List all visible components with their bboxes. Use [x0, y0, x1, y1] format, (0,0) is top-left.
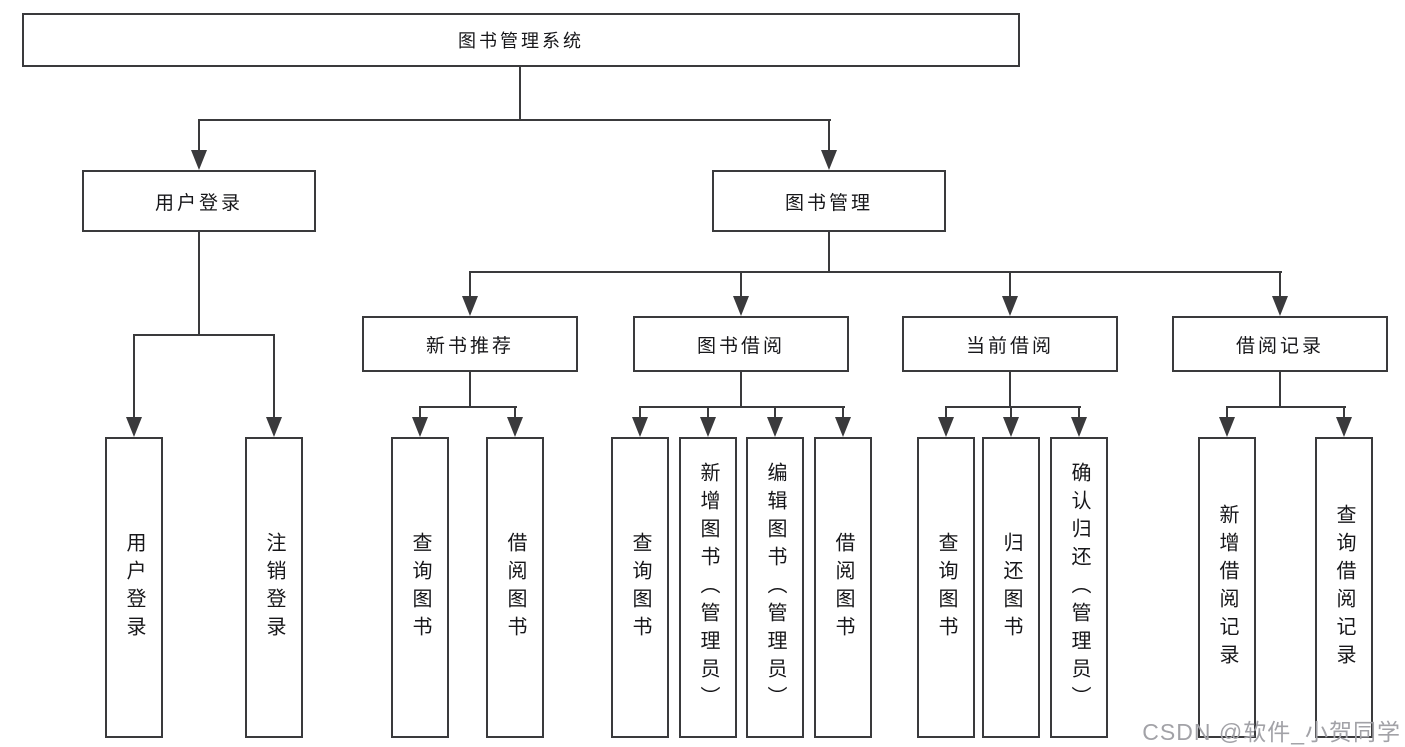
connector-line — [1009, 372, 1011, 408]
connector-line — [828, 119, 830, 152]
arrow-down-icon — [1336, 417, 1352, 437]
connector-line — [419, 406, 517, 408]
connector-line — [945, 406, 1081, 408]
csdn-watermark: CSDN @软件_小贺同学 — [1142, 719, 1401, 745]
connector-line — [198, 119, 831, 121]
arrow-down-icon — [507, 417, 523, 437]
connector-line — [774, 406, 776, 419]
leaf-add-books-admin: 新增图书（管理员） — [679, 437, 737, 738]
connector-line — [469, 271, 1282, 273]
node-new-book-recommendation: 新书推荐 — [362, 316, 578, 372]
node-current-borrowing: 当前借阅 — [902, 316, 1118, 372]
connector-line — [1226, 406, 1228, 419]
arrow-down-icon — [412, 417, 428, 437]
arrow-down-icon — [191, 150, 207, 170]
leaf-confirm-return-admin: 确认归还（管理员） — [1050, 437, 1108, 738]
connector-line — [1009, 271, 1011, 298]
connector-line — [1010, 406, 1012, 419]
leaf-user-login: 用户登录 — [105, 437, 163, 738]
arrow-down-icon — [835, 417, 851, 437]
leaf-query-books-recommend: 查询图书 — [391, 437, 449, 738]
leaf-query-books-current: 查询图书 — [917, 437, 975, 738]
connector-line — [419, 406, 421, 419]
leaf-add-borrow-record: 新增借阅记录 — [1198, 437, 1256, 738]
node-user-login: 用户登录 — [82, 170, 316, 232]
leaf-return-books: 归还图书 — [982, 437, 1040, 738]
node-library-management-system: 图书管理系统 — [22, 13, 1020, 67]
arrow-down-icon — [126, 417, 142, 437]
connector-line — [945, 406, 947, 419]
connector-line — [842, 406, 844, 419]
arrow-down-icon — [1071, 417, 1087, 437]
connector-line — [707, 406, 709, 419]
leaf-logout: 注销登录 — [245, 437, 303, 738]
connector-line — [273, 334, 275, 419]
connector-line — [1279, 271, 1281, 298]
node-book-management: 图书管理 — [712, 170, 946, 232]
connector-line — [198, 119, 200, 152]
arrow-down-icon — [733, 296, 749, 316]
arrow-down-icon — [1219, 417, 1235, 437]
connector-line — [639, 406, 641, 419]
node-borrowing-records: 借阅记录 — [1172, 316, 1388, 372]
arrow-down-icon — [821, 150, 837, 170]
leaf-borrow-books: 借阅图书 — [814, 437, 872, 738]
arrow-down-icon — [266, 417, 282, 437]
leaf-query-borrow-record: 查询借阅记录 — [1315, 437, 1373, 738]
arrow-down-icon — [700, 417, 716, 437]
arrow-down-icon — [1003, 417, 1019, 437]
leaf-edit-books-admin: 编辑图书（管理员） — [746, 437, 804, 738]
connector-line — [828, 232, 830, 273]
node-book-borrowing: 图书借阅 — [633, 316, 849, 372]
connector-line — [198, 232, 200, 336]
arrow-down-icon — [1002, 296, 1018, 316]
connector-line — [740, 372, 742, 408]
connector-line — [1343, 406, 1345, 419]
connector-line — [1078, 406, 1080, 419]
connector-line — [469, 372, 471, 408]
connector-line — [469, 271, 471, 298]
connector-line — [514, 406, 516, 419]
arrow-down-icon — [938, 417, 954, 437]
connector-line — [639, 406, 845, 408]
arrow-down-icon — [462, 296, 478, 316]
arrow-down-icon — [767, 417, 783, 437]
connector-line — [519, 67, 521, 120]
leaf-query-books-borrowing: 查询图书 — [611, 437, 669, 738]
connector-line — [133, 334, 275, 336]
arrow-down-icon — [632, 417, 648, 437]
connector-line — [1226, 406, 1346, 408]
connector-line — [133, 334, 135, 419]
arrow-down-icon — [1272, 296, 1288, 316]
leaf-borrow-books-recommend: 借阅图书 — [486, 437, 544, 738]
connector-line — [1279, 372, 1281, 408]
connector-line — [740, 271, 742, 298]
